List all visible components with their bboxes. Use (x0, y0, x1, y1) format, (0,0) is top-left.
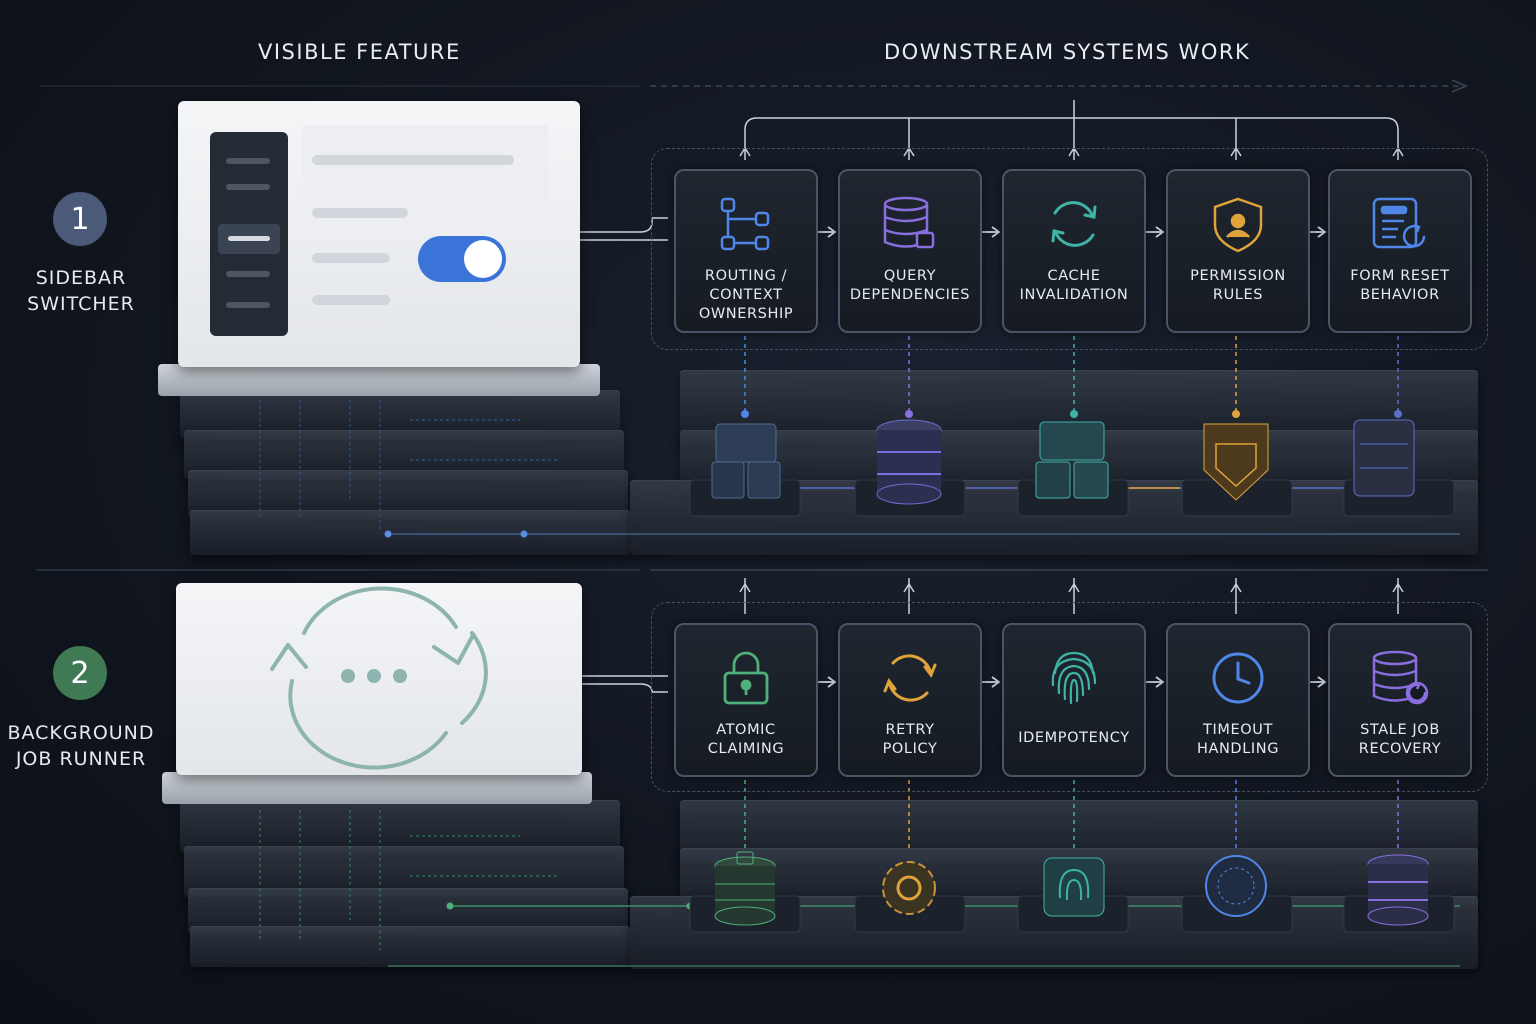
routing-context-node: ROUTING / CONTEXT OWNERSHIP (674, 169, 818, 333)
refresh-cycle-icon (1051, 201, 1097, 247)
mini-sidebar-item (226, 271, 270, 277)
server-stack-icon (1353, 419, 1415, 497)
cube-cluster-icon (711, 423, 781, 499)
node-label: CACHE INVALIDATION (1019, 268, 1129, 303)
atomic-claiming-node: ATOMIC CLAIMING (674, 623, 818, 777)
fingerprint-icon (1051, 651, 1097, 705)
database-stack-icon (876, 419, 942, 505)
mini-sidebar (210, 132, 288, 336)
panel-base (162, 772, 592, 804)
node-label: STALE JOB RECOVERY (1358, 722, 1442, 757)
toggle-knob (464, 240, 502, 278)
visible-feature-header: VISIBLE FEATURE (258, 40, 461, 64)
row-2-badge: 2 (53, 646, 107, 700)
node-label: QUERY DEPENDENCIES (849, 268, 971, 303)
mini-sidebar-item (226, 302, 270, 308)
form-reset-icon (1372, 197, 1426, 249)
database-refresh-icon (1372, 650, 1429, 705)
node-label: ATOMIC CLAIMING (707, 722, 785, 757)
retry-policy-node: RETRY POLICY (838, 623, 982, 777)
timeout-handling-node: TIMEOUT HANDLING (1166, 623, 1310, 777)
layer-slab (190, 926, 630, 967)
node-label: ROUTING / CONTEXT OWNERSHIP (698, 268, 794, 322)
node-label: FORM RESET BEHAVIOR (1350, 268, 1450, 303)
mini-sidebar-active-item (218, 224, 280, 254)
layer-slab (190, 510, 630, 555)
permission-rules-node: PERMISSION RULES (1166, 169, 1310, 333)
clock-block-icon (1205, 855, 1267, 917)
teal-cube-cluster-icon (1035, 421, 1109, 499)
downstream-group-frame (651, 148, 1488, 350)
cycle-arrows-icon (270, 586, 488, 770)
query-dependencies-node: QUERY DEPENDENCIES (838, 169, 982, 333)
locked-database-icon (714, 851, 776, 926)
gear-icon (882, 861, 936, 915)
retry-icon (883, 654, 937, 702)
mini-content-bar (312, 155, 514, 165)
database-stack-icon (1367, 854, 1429, 926)
sidebar-switcher-panel (178, 101, 580, 367)
lock-icon (723, 651, 769, 705)
row-1-label: SIDEBAR SWITCHER (27, 267, 135, 315)
node-label: TIMEOUT HANDLING (1196, 722, 1280, 757)
downstream-header: DOWNSTREAM SYSTEMS WORK (884, 40, 1251, 64)
toggle-switch (418, 236, 506, 282)
node-label: IDEMPOTENCY (1018, 730, 1130, 746)
form-reset-node: FORM RESET BEHAVIOR (1328, 169, 1472, 333)
job-runner-panel (176, 583, 582, 775)
row-1-badge: 1 (53, 192, 107, 246)
cache-invalidation-node: CACHE INVALIDATION (1002, 169, 1146, 333)
node-label: RETRY POLICY (882, 722, 938, 757)
mini-content-bar (312, 208, 408, 218)
downstream-group-frame (651, 602, 1488, 792)
shield-block-icon (1203, 423, 1269, 501)
mini-content-bar (312, 253, 390, 263)
stale-job-recovery-node: STALE JOB RECOVERY (1328, 623, 1472, 777)
mini-sidebar-item (226, 158, 270, 164)
shield-user-icon (1213, 197, 1263, 253)
node-label: PERMISSION RULES (1190, 268, 1286, 303)
idempotency-node: IDEMPOTENCY (1002, 623, 1146, 777)
mini-sidebar-item (226, 184, 270, 190)
database-icon (883, 196, 935, 249)
routing-tree-icon (720, 197, 770, 251)
clock-icon (1212, 652, 1264, 704)
panel-base (158, 364, 600, 396)
row-2-label: BACKGROUND JOB RUNNER (7, 722, 155, 770)
mini-content-bar (312, 295, 390, 305)
fingerprint-block-icon (1043, 857, 1105, 917)
